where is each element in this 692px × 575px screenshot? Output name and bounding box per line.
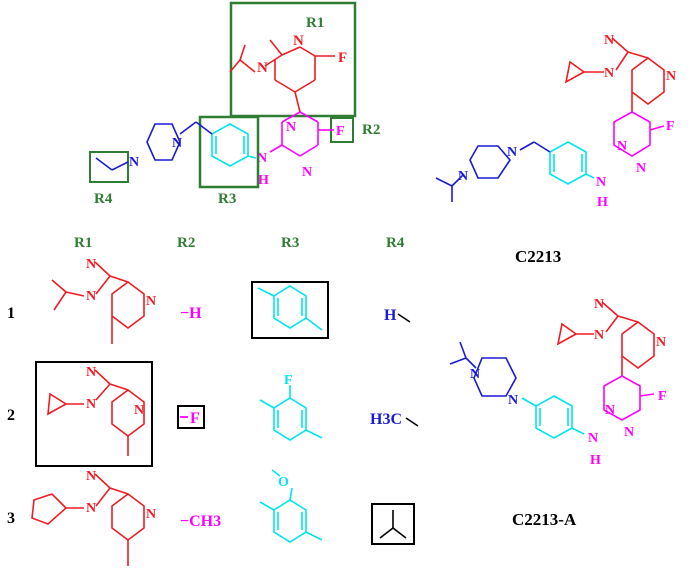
r2-option-1: −H <box>180 305 202 322</box>
header-r2: R2 <box>177 235 195 251</box>
r3-option-2 <box>259 385 323 441</box>
c2213-nh-n: N <box>596 175 606 190</box>
c2213a-n-pyridine: N <box>656 335 666 350</box>
r1-option-3 <box>31 473 145 566</box>
r2-box-label: R2 <box>362 122 380 138</box>
r1-box <box>229 1 357 118</box>
r3-opt2-f: F <box>284 373 293 388</box>
r1-option-2-box <box>35 361 153 467</box>
table-headers: R1 R2 R3 R4 <box>74 235 405 251</box>
scaffold-structure: R1 N N F R2 <box>89 1 380 207</box>
r4-option-3 <box>379 510 407 539</box>
c2213a-n-pyrazole: N <box>594 328 604 343</box>
r1-option-2 <box>47 369 145 456</box>
scaffold-nh-h: H <box>258 173 269 188</box>
r3-option-3 <box>259 469 323 543</box>
r1-n1-atom: N <box>257 60 268 76</box>
c2213-n-pyridine: N <box>666 69 676 84</box>
row-number-3: 3 <box>7 510 15 527</box>
pyrimidine-f: F <box>336 124 345 139</box>
pyrimidine-n-bottom: N <box>302 165 312 180</box>
c2213a-f: F <box>658 389 667 404</box>
c2213a-pip-n-bottom: N <box>508 393 518 408</box>
row-number-2: 2 <box>7 407 15 424</box>
r4-box <box>89 151 129 183</box>
r1-opt2-n1: N <box>86 397 96 412</box>
c2213-pip-n-left: N <box>458 169 468 184</box>
piperazine-n-left: N <box>129 155 139 170</box>
r2-option-3: −CH3 <box>180 513 221 530</box>
r1-opt3-n-top: N <box>86 469 96 484</box>
r3-box-label: R3 <box>218 191 236 207</box>
c2213-n-pyrazole: N <box>604 66 614 81</box>
c2213a-nh-n: N <box>588 431 598 446</box>
r2-option-2-box <box>177 405 205 429</box>
r1-opt3-n-pyr: N <box>146 507 156 522</box>
compound-c2213-structure: N N N F N N N H N N <box>435 33 676 210</box>
c2213-f: F <box>666 119 675 134</box>
pyrimidine-n-top: N <box>286 120 296 135</box>
r1-opt1-n-top: N <box>86 257 96 272</box>
c2213a-pyrimidine-n2: N <box>624 425 634 440</box>
r1-opt1-n-pyr: N <box>146 294 156 309</box>
r2-option-2: F <box>190 410 200 427</box>
piperazine-n-right: N <box>172 136 182 151</box>
r1-opt2-n-top: N <box>86 365 96 380</box>
compound-c2213a-structure: N N N F N N N H N N <box>449 297 667 468</box>
header-r1: R1 <box>74 235 92 251</box>
c2213a-pip-n-top: N <box>470 367 480 382</box>
r3-option-1 <box>257 285 323 331</box>
c2213a-pyrimidine-n1: N <box>605 403 615 418</box>
r3-option-1-box <box>251 281 329 339</box>
r1-opt3-n1: N <box>86 501 96 516</box>
compound-c2213-name: C2213 <box>515 247 561 266</box>
c2213-pyrimidine-n2: N <box>636 161 646 176</box>
c2213-n-top: N <box>604 33 614 48</box>
r4-option-3-box <box>371 503 415 545</box>
r4-option-2: H3C <box>370 411 402 428</box>
r3-box <box>198 115 260 189</box>
compound-c2213a-name: C2213-A <box>512 510 577 529</box>
r4-option-1: H <box>384 307 397 324</box>
r1-f-atom: F <box>338 50 347 66</box>
scaffold-nh-n: N <box>257 151 267 166</box>
row-number-1: 1 <box>7 305 15 322</box>
c2213-pyrimidine-n1: N <box>617 139 627 154</box>
header-r4: R4 <box>386 235 405 251</box>
r1-option-1 <box>51 261 145 344</box>
r1-opt2-n-pyr: N <box>134 403 144 418</box>
c2213a-nh-h: H <box>590 453 601 468</box>
c2213-nh-h: H <box>597 195 608 210</box>
r3-opt3-o: O <box>278 475 289 490</box>
r1-opt1-n1: N <box>86 289 96 304</box>
c2213a-n-top: N <box>594 297 604 312</box>
c2213-pip-n-right: N <box>507 145 517 160</box>
r4-box-label: R4 <box>94 191 113 207</box>
header-r3: R3 <box>281 235 299 251</box>
r1-box-label: R1 <box>306 15 324 31</box>
r1-n-atom: N <box>293 33 304 49</box>
